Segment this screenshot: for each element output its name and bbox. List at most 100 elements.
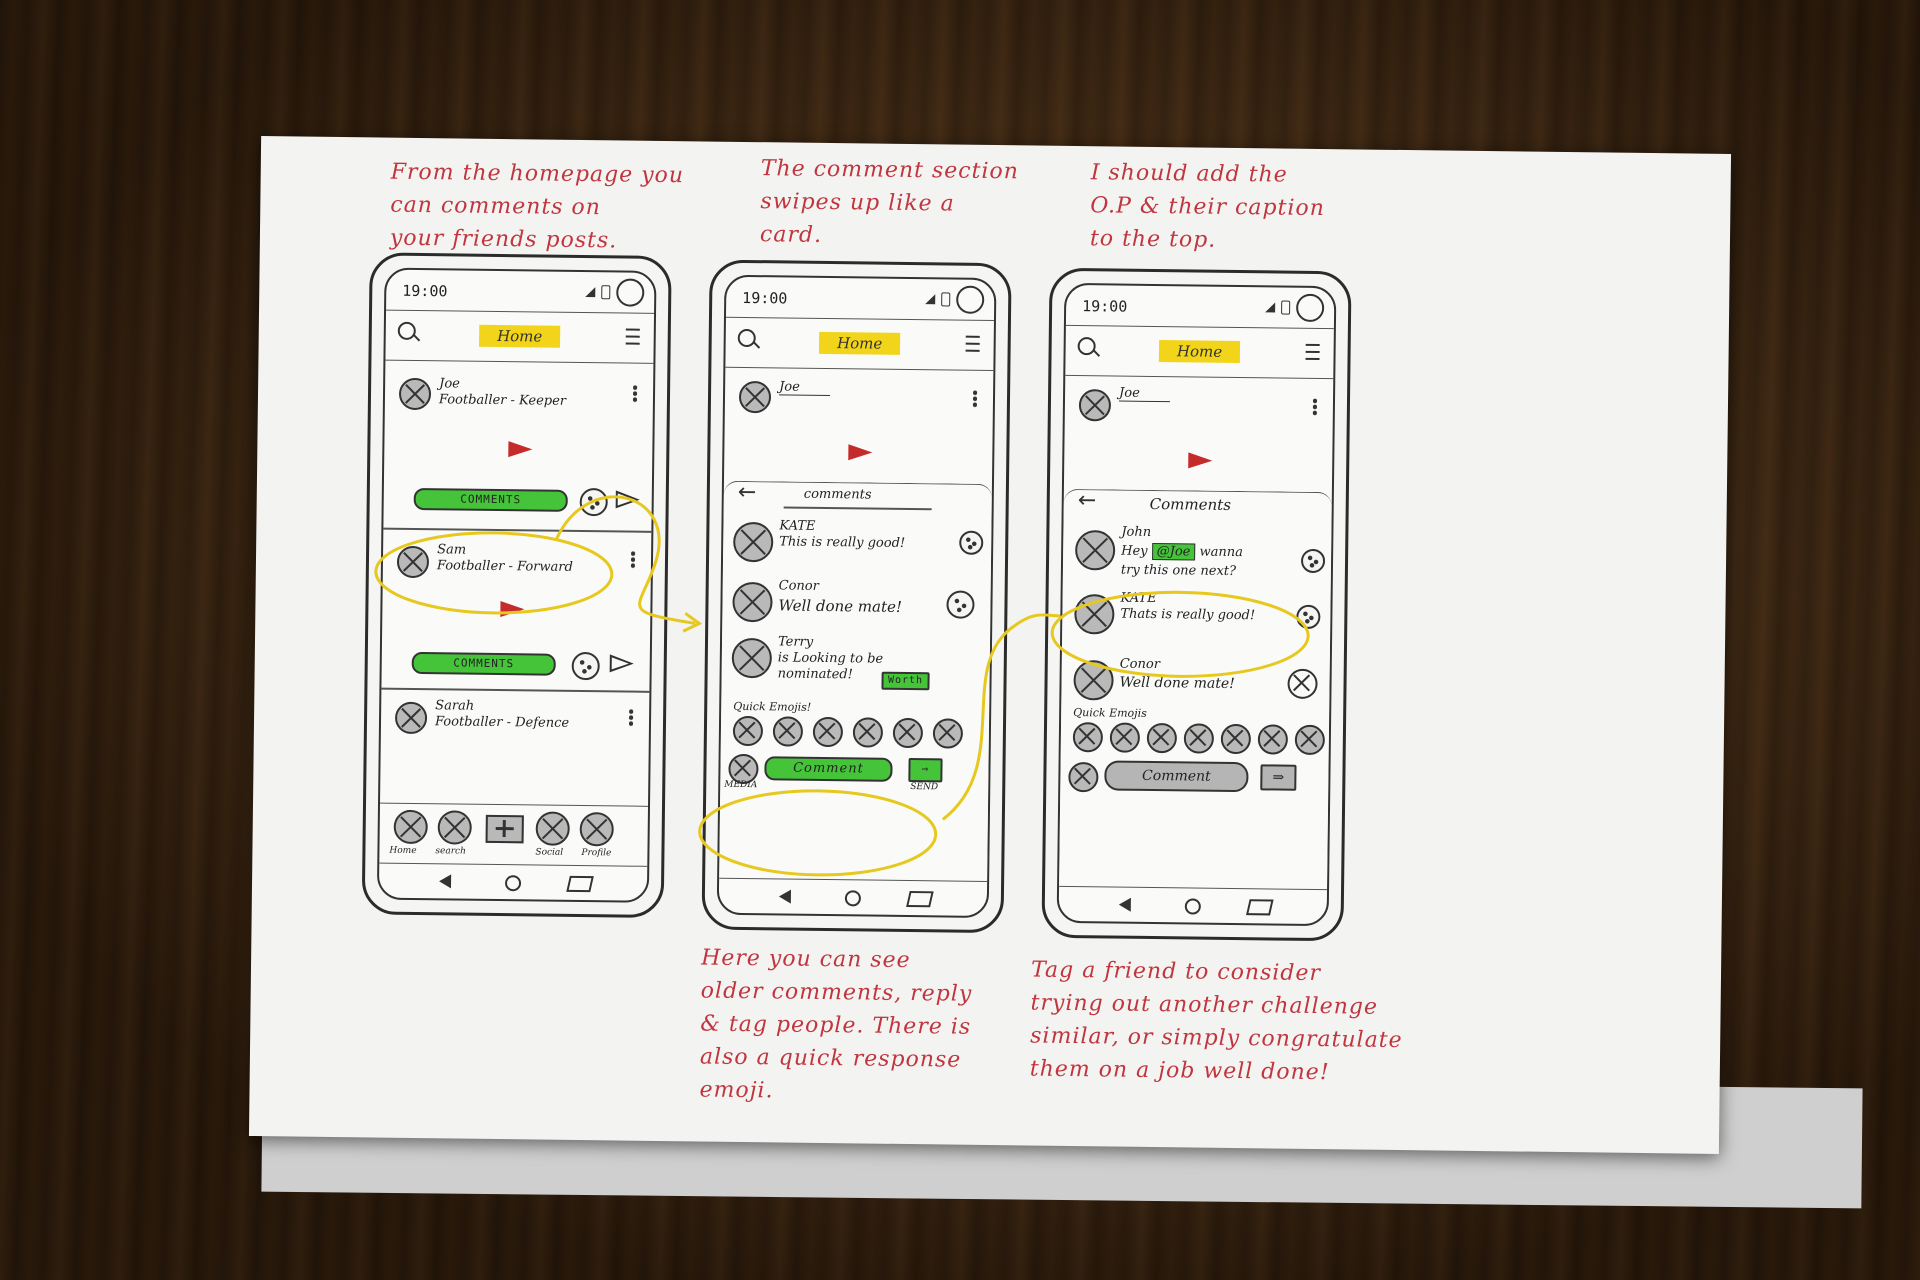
send-button[interactable]: ⇒ (908, 758, 943, 783)
play-icon[interactable] (1188, 452, 1213, 469)
tag-chip[interactable]: Worth (881, 671, 930, 691)
send-button[interactable]: ⇒ (1260, 764, 1297, 791)
search-icon[interactable] (1077, 337, 1096, 356)
play-icon[interactable] (500, 601, 525, 618)
status-icons (1265, 293, 1325, 323)
comment-text-start: Hey (1121, 543, 1148, 559)
back-arrow-icon[interactable]: ← (1077, 488, 1097, 514)
tab-home[interactable]: Home (818, 331, 901, 355)
quick-emoji[interactable] (772, 716, 804, 747)
comment-text: Well done mate! (778, 596, 903, 616)
comment-author: KATE (779, 518, 816, 534)
signal-icon (925, 294, 936, 305)
comment-input[interactable]: Comment (764, 756, 893, 782)
play-icon[interactable] (508, 441, 533, 458)
avatar[interactable] (732, 521, 774, 563)
quick-emoji[interactable] (1294, 724, 1326, 756)
search-tab-icon[interactable] (437, 810, 472, 845)
quick-emoji[interactable] (1072, 722, 1104, 753)
more-options-icon[interactable] (1312, 397, 1318, 416)
more-options-icon[interactable] (972, 389, 978, 408)
avatar[interactable] (1078, 389, 1112, 422)
home-circle-icon[interactable] (1184, 898, 1201, 915)
note-line: Here you can see (701, 945, 911, 974)
emoji-react-icon[interactable] (571, 651, 600, 681)
phone-tagging: 19:00 Home Joe ← Comments John (1041, 267, 1352, 942)
quick-emoji[interactable] (1109, 722, 1141, 753)
note-line: to the top. (1089, 226, 1217, 253)
share-icon[interactable] (609, 654, 634, 673)
quick-emoji[interactable] (932, 718, 964, 749)
avatar[interactable] (1074, 594, 1115, 635)
post-subtitle: Footballer - Keeper (438, 392, 567, 409)
add-post-icon[interactable] (485, 814, 524, 844)
home-tab-icon[interactable] (393, 809, 428, 845)
back-arrow-icon[interactable]: ← (737, 479, 757, 506)
quick-emoji[interactable] (1183, 723, 1215, 754)
play-icon[interactable] (848, 444, 873, 461)
quick-emoji[interactable] (1257, 724, 1289, 755)
quick-emoji-row (1072, 722, 1326, 756)
emoji-react-icon[interactable] (959, 530, 984, 555)
avatar[interactable] (398, 377, 432, 411)
home-circle-icon[interactable] (504, 875, 522, 892)
close-icon[interactable] (1287, 668, 1318, 700)
avatar[interactable] (731, 637, 773, 679)
more-options-icon[interactable] (628, 708, 634, 727)
comment-text: Hey @Joe wanna (1121, 542, 1244, 561)
more-options-icon[interactable] (630, 550, 636, 569)
flow-arrowhead (682, 612, 703, 633)
emoji-react-icon[interactable] (1300, 548, 1326, 574)
recent-apps-icon[interactable] (566, 875, 594, 893)
recent-apps-icon[interactable] (1246, 899, 1274, 916)
emoji-react-icon[interactable] (946, 590, 975, 619)
profile-tab-icon[interactable] (579, 812, 614, 847)
tab-label-search: search (435, 846, 466, 857)
more-options-icon[interactable] (632, 384, 638, 403)
quick-emoji[interactable] (732, 715, 764, 747)
note-left: From the homepage you can comments on yo… (390, 156, 685, 259)
share-icon[interactable] (615, 490, 640, 509)
quick-emoji[interactable] (1220, 723, 1252, 755)
tab-home[interactable]: Home (1158, 340, 1241, 364)
back-icon[interactable] (778, 889, 791, 904)
back-icon[interactable] (1118, 897, 1131, 912)
comment-text: Well done mate! (1119, 674, 1235, 692)
quick-emoji[interactable] (852, 717, 884, 748)
menu-icon[interactable] (1305, 343, 1320, 361)
avatar[interactable] (1074, 530, 1116, 571)
note-line: Tag a friend to consider (1030, 957, 1322, 987)
comments-button[interactable]: COMMENTS (413, 487, 568, 512)
comment-input[interactable]: Comment (1104, 760, 1249, 793)
search-icon[interactable] (397, 321, 416, 340)
note-line: trying out another challenge (1030, 990, 1379, 1020)
social-tab-icon[interactable] (535, 811, 570, 846)
emoji-react-icon[interactable] (579, 487, 608, 517)
recent-apps-icon[interactable] (906, 891, 934, 908)
avatar[interactable] (738, 380, 772, 414)
avatar[interactable] (394, 701, 428, 735)
mention-tag[interactable]: @Joe (1151, 542, 1196, 561)
comment-text-end: wanna (1199, 544, 1244, 561)
quick-emoji[interactable] (892, 717, 924, 749)
menu-icon[interactable] (965, 335, 980, 352)
avatar[interactable] (732, 581, 773, 623)
post-author: Joe (439, 376, 460, 392)
emoji-react-icon[interactable] (1296, 604, 1321, 630)
menu-icon[interactable] (625, 328, 640, 345)
status-bar: 19:00 (725, 276, 995, 322)
tab-label-home: Home (389, 845, 417, 857)
avatar[interactable] (1073, 660, 1114, 701)
back-icon[interactable] (438, 874, 452, 889)
search-icon[interactable] (737, 328, 756, 348)
quick-emoji[interactable] (812, 716, 844, 748)
quick-emoji[interactable] (1146, 722, 1178, 754)
avatar[interactable] (396, 545, 430, 579)
comments-button[interactable]: COMMENTS (411, 651, 556, 676)
home-circle-icon[interactable] (844, 890, 861, 907)
media-icon[interactable] (1068, 761, 1099, 793)
note-line: The comment section (760, 156, 1020, 185)
camera-icon (956, 285, 985, 314)
note-middle-bottom: Here you can see older comments, reply &… (699, 941, 973, 1109)
tab-home[interactable]: Home (478, 324, 561, 348)
